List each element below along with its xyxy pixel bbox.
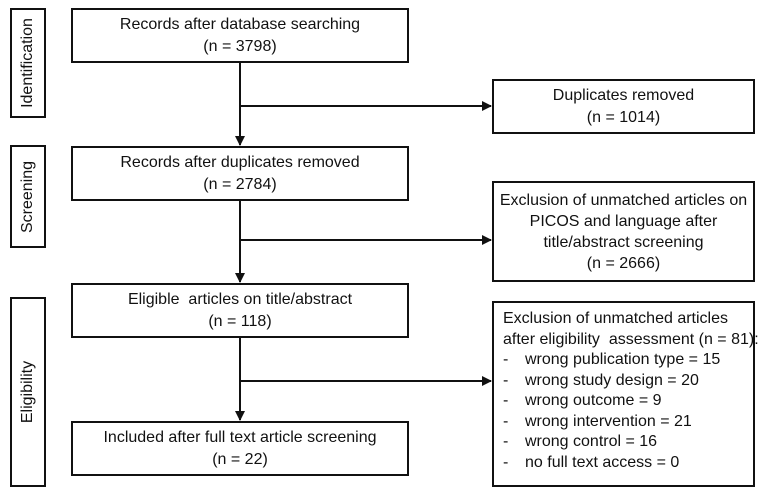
phase-screening: Screening: [10, 145, 46, 248]
records-database-count: (n = 3798): [203, 37, 277, 55]
exclusion-picos-box: Exclusion of unmatched articles on PICOS…: [492, 181, 755, 282]
included-title: Included after full text article screeni…: [103, 428, 377, 446]
eligible-articles-title: Eligible articles on title/abstract: [127, 290, 353, 308]
included-box: Included after full text article screeni…: [71, 421, 409, 476]
records-after-duplicates-box: Records after duplicates removed (n = 27…: [71, 146, 409, 201]
exclusion-picos-line2: PICOS and language after: [529, 212, 718, 230]
exclusion-picos-count: (n = 2666): [586, 254, 661, 272]
phase-identification: Identification: [10, 8, 46, 118]
exclusion-reason-item: wrong publication type = 15: [503, 350, 745, 371]
included-count: (n = 22): [212, 450, 268, 468]
eligible-articles-box: Eligible articles on title/abstract (n =…: [71, 283, 409, 338]
records-after-duplicates-count: (n = 2784): [203, 175, 277, 193]
exclusion-reasons-list: wrong publication type = 15 wrong study …: [503, 350, 745, 473]
duplicates-removed-count: (n = 1014): [586, 108, 661, 126]
records-database-box: Records after database searching (n = 37…: [71, 8, 409, 63]
exclusion-picos-line3: title/abstract screening: [543, 233, 704, 251]
exclusion-picos-line1: Exclusion of unmatched articles on: [499, 191, 748, 209]
exclusion-eligibility-line1: Exclusion of unmatched articles: [503, 310, 728, 327]
phase-eligibility: Eligibility: [10, 297, 46, 487]
exclusion-reason-item: wrong study design = 20: [503, 371, 745, 392]
exclusion-reason-item: wrong control = 16: [503, 432, 745, 453]
records-after-duplicates-title: Records after duplicates removed: [120, 153, 360, 171]
exclusion-reason-item: wrong intervention = 21: [503, 412, 745, 433]
exclusion-reason-item: wrong outcome = 9: [503, 391, 745, 412]
duplicates-removed-title: Duplicates removed: [552, 86, 695, 104]
duplicates-removed-box: Duplicates removed (n = 1014): [492, 79, 755, 134]
exclusion-reason-item: no full text access = 0: [503, 453, 745, 474]
eligible-articles-count: (n = 118): [208, 312, 272, 330]
exclusion-eligibility-box: Exclusion of unmatched articles after el…: [492, 301, 759, 487]
records-database-title: Records after database searching: [119, 15, 361, 33]
